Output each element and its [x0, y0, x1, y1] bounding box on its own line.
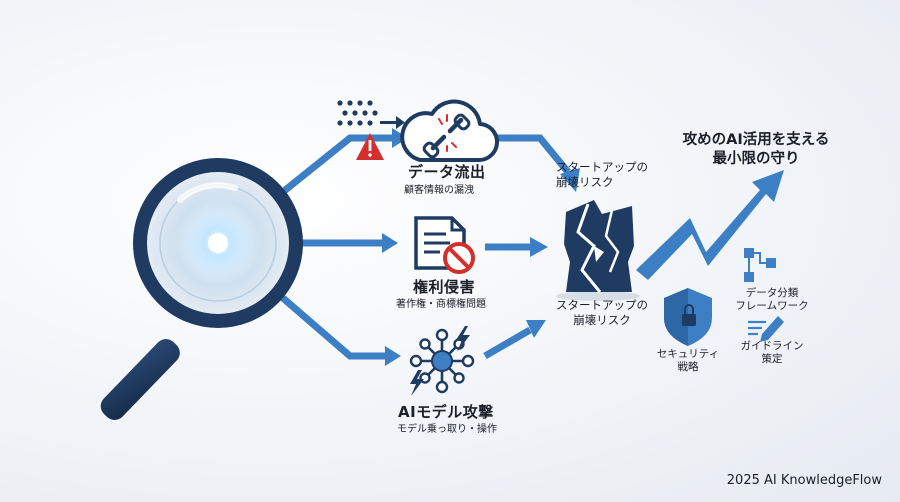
arrowhead-6 [526, 320, 546, 338]
solution-2-line-2: 戦略 [677, 361, 699, 373]
arrowhead-2 [382, 233, 398, 253]
cloud-broken-link-icon [400, 99, 500, 163]
solution-1-line-2: フレームワーク [735, 300, 809, 312]
threat-subtitle-rights: 著作権・商標権問題 [396, 299, 486, 310]
solution-3-line-1: ガイドライン [740, 340, 804, 352]
solution-data-classification: データ分類 フレームワーク [722, 287, 822, 313]
connector-leak-to-risk [485, 134, 571, 175]
threat-title-rights: 権利侵害 [413, 278, 476, 296]
risk-top-line-1: スタートアップの [556, 160, 648, 174]
cracked-pillar-icon [556, 200, 640, 301]
threat-title-ai-attack: AIモデル攻撃 [398, 403, 494, 421]
footer-credit: 2025 AI KnowledgeFlow [726, 473, 882, 488]
pencil-document-icon [748, 316, 784, 342]
solution-1-line-1: データ分類 [745, 287, 799, 299]
goal-heading: 攻めのAI活用を支える 最小限の守り [656, 131, 856, 169]
arrowhead-5 [530, 237, 548, 257]
risk-bottom-line-2: 崩壊リスク [573, 313, 631, 327]
risk-label-bottom: スタートアップの 崩壊リスク [542, 298, 662, 328]
shield-lock-icon [664, 288, 712, 346]
document-prohibited-icon [414, 216, 475, 274]
goal-line-2: 最小限の守り [712, 151, 800, 167]
arrowhead-3 [385, 346, 401, 366]
threat-subtitle-data-leak: 顧客情報の漏洩 [404, 185, 474, 196]
goal-line-1: 攻めのAI活用を支える [682, 132, 830, 148]
data-dots-icon [337, 100, 405, 129]
solution-2-line-1: セキュリティ [656, 348, 720, 360]
solution-3-line-2: 策定 [761, 353, 783, 365]
threat-subtitle-ai-attack: モデル乗っ取り・操作 [397, 424, 497, 435]
warning-icon [356, 133, 384, 160]
magnifier-icon [100, 158, 303, 420]
risk-top-line-2: 崩壊リスク [556, 175, 614, 189]
solution-security-strategy: セキュリティ 戦略 [640, 348, 736, 374]
arrowhead-4 [560, 168, 580, 192]
flowchart-icon [744, 248, 776, 282]
threat-title-data-leak: データ流出 [408, 163, 486, 181]
risk-label-top: スタートアップの 崩壊リスク [556, 160, 676, 190]
network-attack-icon [409, 326, 475, 396]
connector-attack-to-risk [483, 326, 532, 360]
risk-bottom-line-1: スタートアップの [556, 298, 648, 312]
growth-arrow-icon [636, 170, 784, 280]
arrowhead-1 [392, 128, 408, 148]
arrow-heads [382, 128, 580, 366]
solution-guideline: ガイドライン 策定 [724, 340, 820, 366]
